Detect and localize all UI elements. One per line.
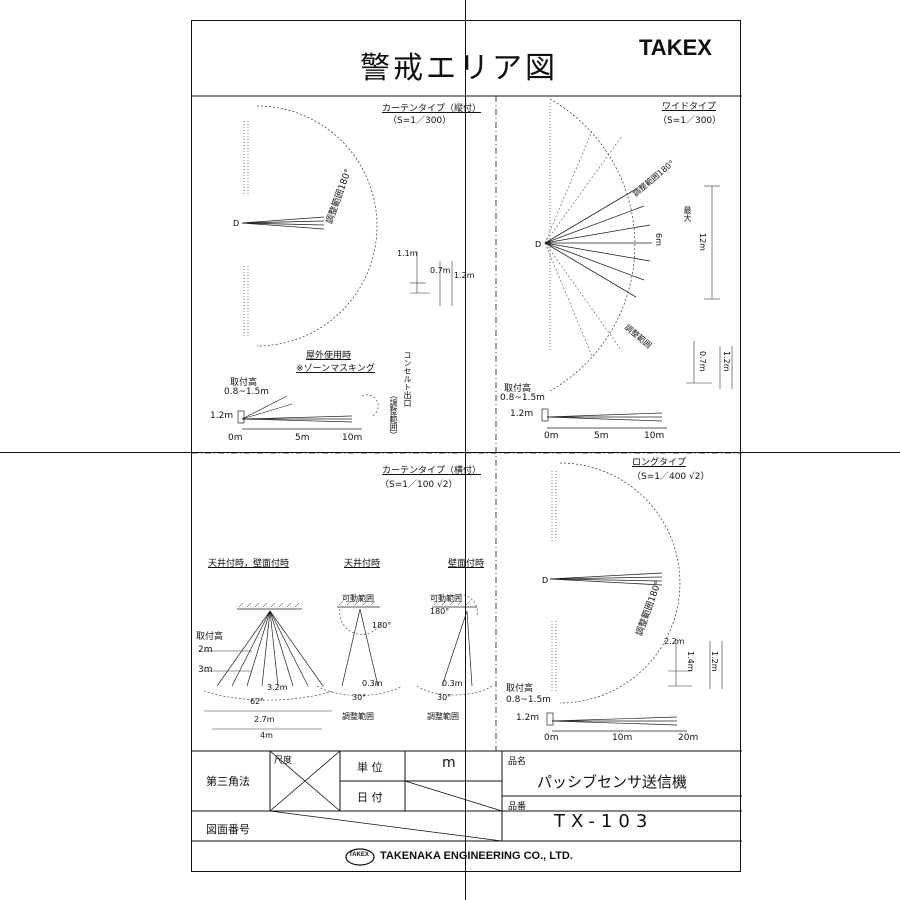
sub-heading-3: 壁面付時 xyxy=(448,559,485,569)
wide-label-4: 12m xyxy=(698,233,707,251)
dim-bl-3: 0.3m xyxy=(362,679,383,688)
svg-text:D: D xyxy=(535,240,541,249)
dim-3: 1.2m xyxy=(454,271,475,280)
dist-tl-0: 0m xyxy=(228,433,243,443)
date-label: 日 付 xyxy=(357,791,383,804)
drawing-no-label: 図面番号 xyxy=(206,823,250,836)
side-note2-tl: コンセルト出口 xyxy=(403,351,412,407)
mount-height-range-tl: 0.8~1.5m xyxy=(224,387,269,397)
mount-height-range-br: 0.8~1.5m xyxy=(506,695,551,705)
range-label-1: 可動範囲 xyxy=(430,594,462,603)
sub-heading-1: 天井付時，壁面付時 xyxy=(208,559,290,569)
height-tr: 1.2m xyxy=(510,409,534,419)
height-br: 1.2m xyxy=(516,713,540,723)
range-label-2: 調整範囲 xyxy=(342,712,374,721)
dist-tr-0: 0m xyxy=(544,431,559,441)
drawing-sheet: 警戒エリア図 TAKEX D xyxy=(191,20,742,872)
curtain-vertical-scale: （S=1／300） xyxy=(388,116,452,126)
brand-logo: TAKEX xyxy=(639,35,712,60)
mount-height-label-tr: 取付高 xyxy=(504,384,532,394)
height-tl: 1.2m xyxy=(210,411,234,421)
angle-3: 30° xyxy=(352,693,367,702)
dim-2: 0.7m xyxy=(430,266,451,275)
product-name: パッシブセンサ送信機 xyxy=(537,773,688,791)
angle-4: 30° xyxy=(437,693,452,702)
unit-label: 単 位 xyxy=(357,761,383,774)
drawing-title: 警戒エリア図 xyxy=(360,51,558,86)
mount-height-label-bl: 取付高 xyxy=(196,632,224,642)
wide-dim-1: 1.2m xyxy=(722,351,731,372)
dist-tl-2: 10m xyxy=(342,433,363,443)
dim-bl-0: 3.2m xyxy=(267,683,288,692)
long-heading: ロングタイプ xyxy=(632,458,687,468)
long-scale: （S=1／400 √2） xyxy=(632,472,710,482)
crop-mark-horizontal xyxy=(0,452,900,453)
curtain-horizontal-heading: カーテンタイプ（横付） xyxy=(382,466,482,476)
height-bl-1: 3m xyxy=(198,665,213,675)
height-bl-0: 2m xyxy=(198,645,213,655)
angle-1: 180° xyxy=(372,621,392,630)
drawing-lines: D xyxy=(192,95,742,866)
unit-value: m xyxy=(442,755,456,771)
range-label-0: 可動範囲 xyxy=(342,594,374,603)
wide-heading: ワイドタイプ xyxy=(662,102,717,112)
mount-height-range-tr: 0.8~1.5m xyxy=(500,393,545,403)
dist-tl-1: 5m xyxy=(295,433,310,443)
angle-2: 180° xyxy=(430,607,450,616)
part-no: TX-103 xyxy=(554,811,654,832)
svg-text:D: D xyxy=(542,576,548,585)
scale-label: 尺度 xyxy=(274,756,293,766)
zone-masking: ※ゾーンマスキング xyxy=(296,364,375,374)
dim-bl-1: 2.7m xyxy=(254,715,275,724)
angle-0: 62° xyxy=(250,697,265,706)
dim-bl-4: 0.3m xyxy=(442,679,463,688)
dist-br-1: 10m xyxy=(612,733,633,743)
wide-dim-0: 0.7m xyxy=(698,351,707,372)
dist-tr-2: 10m xyxy=(644,431,665,441)
dist-tr-1: 5m xyxy=(594,431,609,441)
curtain-vertical-heading: カーテンタイプ（縦付） xyxy=(382,104,482,114)
mount-height-label-tl: 取付高 xyxy=(230,378,258,388)
side-note-tl: （調整範囲） xyxy=(389,391,398,439)
dist-br-2: 20m xyxy=(678,733,699,743)
long-dim-1: 1.4m xyxy=(686,651,695,672)
long-dim-0: 2.2m xyxy=(664,637,685,646)
mount-height-label-br: 取付高 xyxy=(506,684,534,694)
part-no-label: 品番 xyxy=(508,802,527,812)
dim-1: 1.1m xyxy=(397,249,418,258)
dim-bl-2: 4m xyxy=(260,731,273,740)
wide-scale: （S=1／300） xyxy=(658,116,722,126)
crop-mark-vertical xyxy=(465,0,466,900)
wide-label-2: 最大 xyxy=(683,206,692,222)
dist-br-0: 0m xyxy=(544,733,559,743)
projection-label: 第三角法 xyxy=(206,775,250,788)
wide-label-3: 6m xyxy=(654,233,663,246)
svg-text:D: D xyxy=(233,219,239,228)
sub-heading-2: 天井付時 xyxy=(344,559,381,569)
company-name: TAKENAKA ENGINEERING CO., LTD. xyxy=(380,850,573,862)
curtain-horizontal-scale: （S=1／100 √2） xyxy=(380,480,458,490)
product-name-label: 品名 xyxy=(508,757,527,767)
outdoor-heading: 屋外使用時 xyxy=(306,351,352,361)
range-label-3: 調整範囲 xyxy=(427,712,459,721)
company-logo: TAKEX xyxy=(349,852,369,858)
long-dim-2: 1.2m xyxy=(710,651,719,672)
